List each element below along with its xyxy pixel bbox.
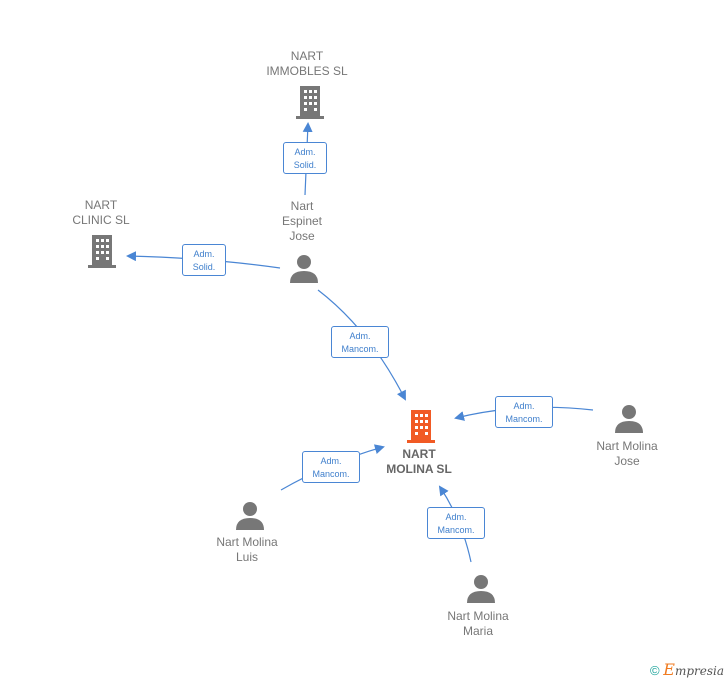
badge-role-line2: Mancom. (437, 525, 475, 535)
edge-badge-molina-luis-molina-sl[interactable]: Adm. Mancom. (302, 451, 360, 483)
edge-badge-espinet-clinic[interactable]: Adm. Solid. (182, 244, 226, 276)
building-icon[interactable] (294, 84, 326, 120)
node-label-nart-molina-luis: Nart Molina Luis (216, 535, 278, 564)
edge-badge-molina-jose-molina-sl[interactable]: Adm. Mancom. (495, 396, 553, 428)
node-label-nart-clinic: NART CLINIC SL (72, 198, 130, 227)
edge-badge-molina-maria-molina-sl[interactable]: Adm. Mancom. (427, 507, 485, 539)
node-label-nart-molina-maria: Nart Molina Maria (447, 609, 509, 638)
node-label-nart-espinet-jose: Nart Espinet Jose (281, 199, 323, 243)
badge-role-line2: Solid. (293, 160, 317, 170)
badge-role-line2: Mancom. (505, 414, 543, 424)
node-label-nart-molina-sl: NART MOLINA SL (386, 447, 452, 476)
edge-badge-espinet-immobles[interactable]: Adm. Solid. (283, 142, 327, 174)
node-label-nart-immobles: NART IMMOBLES SL (266, 49, 348, 78)
badge-role-line2: Solid. (192, 262, 216, 272)
building-icon[interactable] (86, 233, 118, 269)
badge-role-line1: Adm. (513, 401, 535, 411)
badge-role-line1: Adm. (193, 249, 215, 259)
badge-role-line1: Adm. (294, 147, 316, 157)
edge-badge-espinet-molina-sl[interactable]: Adm. Mancom. (331, 326, 389, 358)
badge-role-line2: Mancom. (312, 469, 350, 479)
brand-name: mpresia (674, 664, 724, 678)
badge-role-line2: Mancom. (341, 344, 379, 354)
person-icon[interactable] (614, 403, 644, 433)
badge-role-line1: Adm. (445, 512, 467, 522)
badge-role-line1: Adm. (349, 331, 371, 341)
person-icon[interactable] (235, 500, 265, 530)
node-label-nart-molina-jose: Nart Molina Jose (596, 439, 658, 468)
building-icon-highlighted[interactable] (405, 408, 437, 444)
badge-role-line1: Adm. (320, 456, 342, 466)
person-icon[interactable] (289, 253, 319, 283)
brand-initial: E (663, 660, 675, 679)
person-icon[interactable] (466, 573, 496, 603)
copyright-icon: © (650, 663, 660, 678)
empresia-watermark: © Empresia (650, 660, 724, 679)
